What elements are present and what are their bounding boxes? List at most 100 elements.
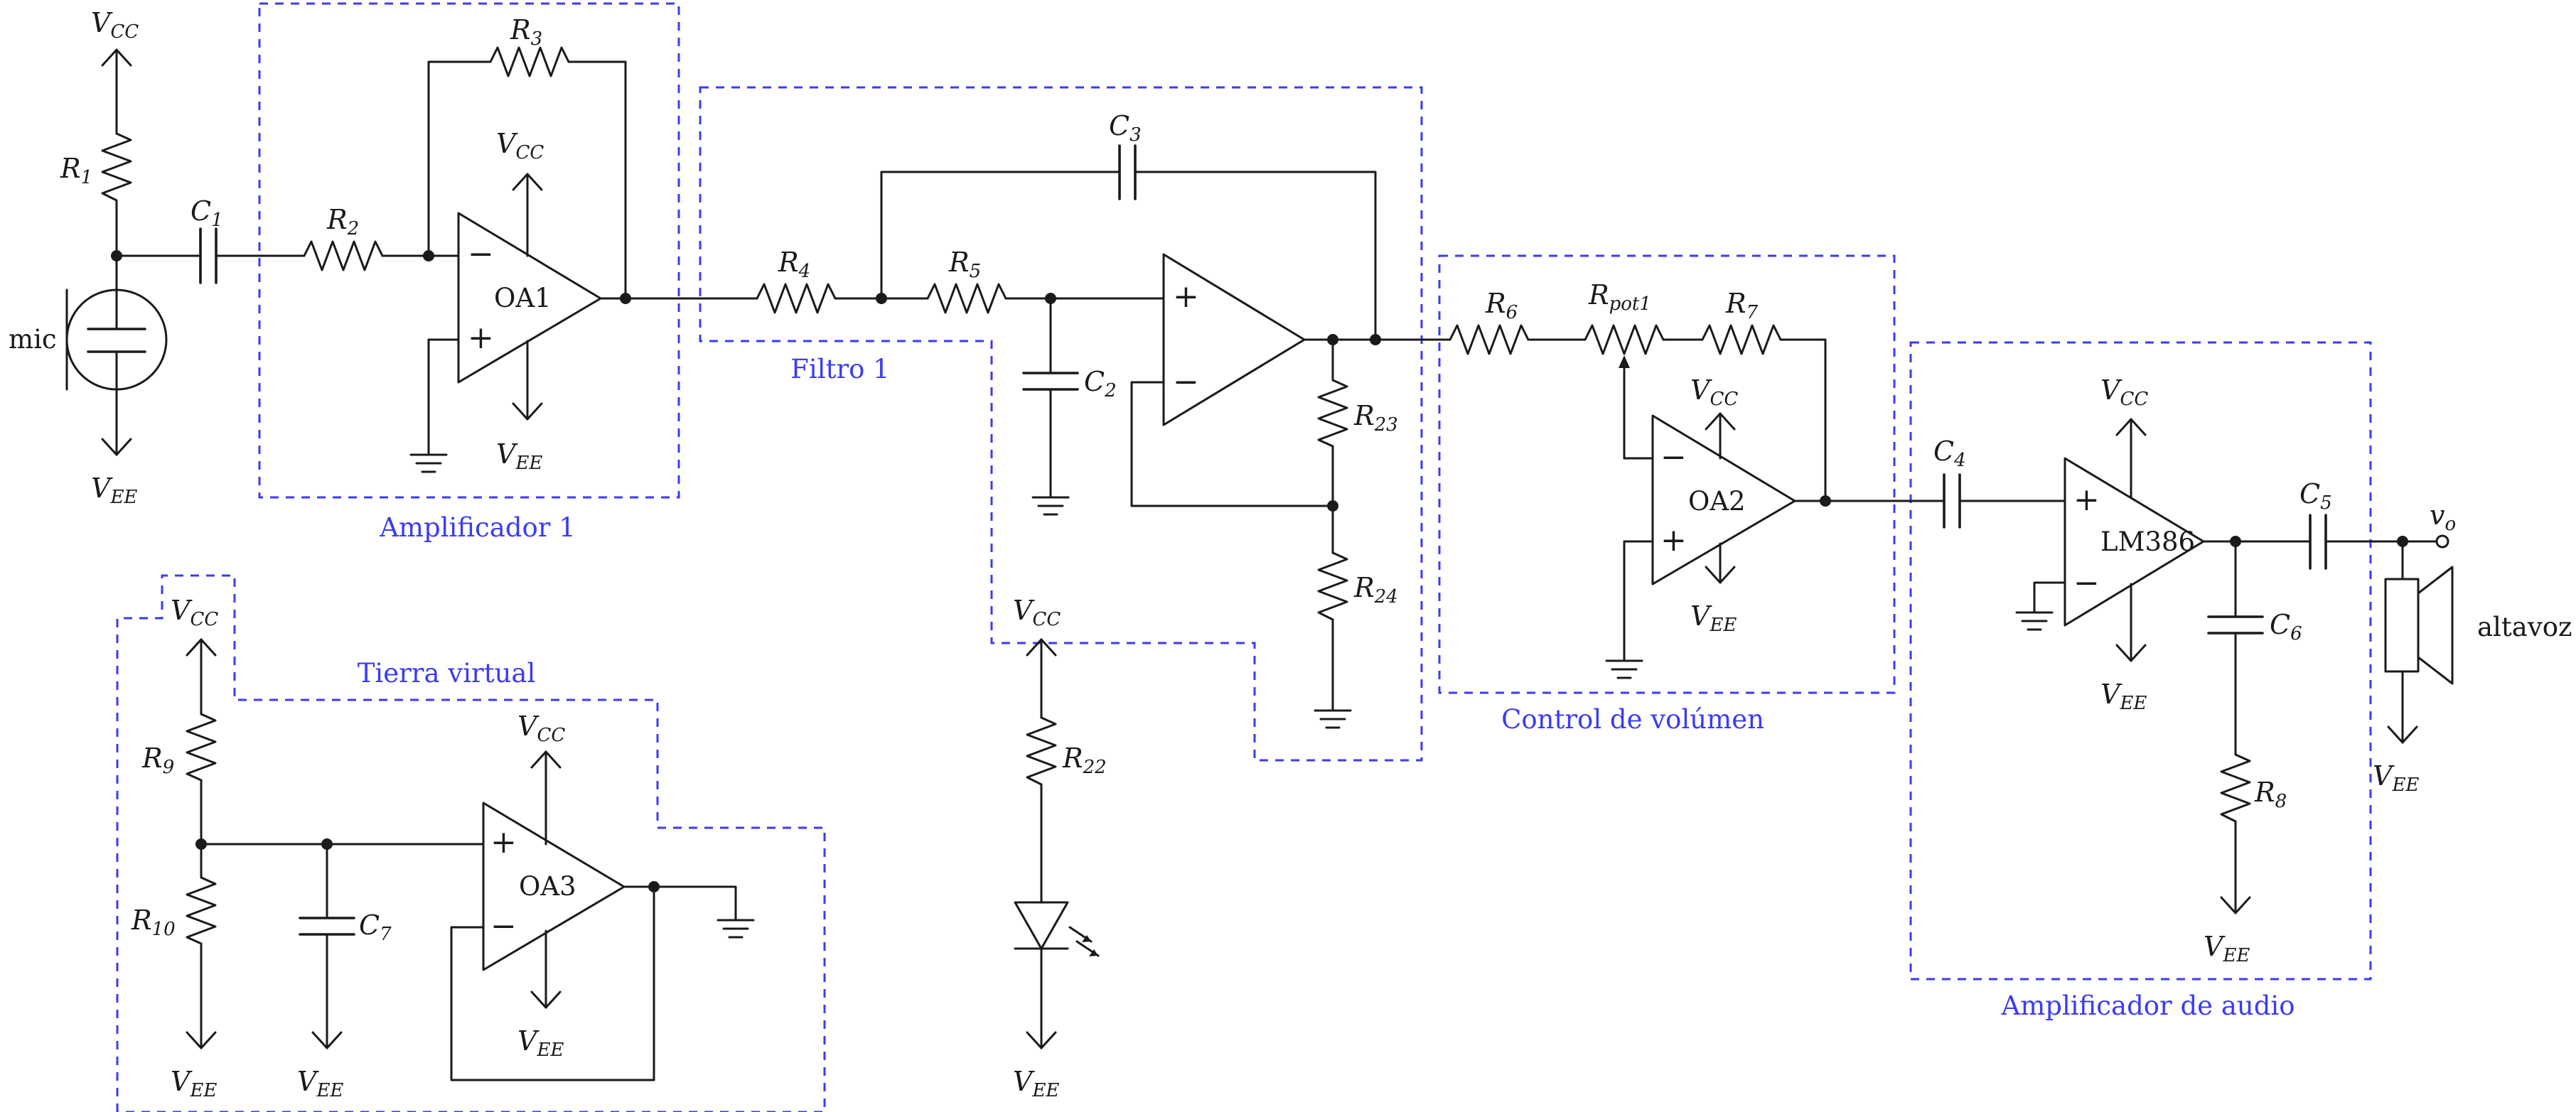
block-label-amplificador-1: Amplificador 1 — [379, 512, 576, 543]
output-terminal — [2435, 534, 2449, 549]
resistor-r9 — [186, 713, 217, 782]
oa1-plus: + — [468, 320, 494, 356]
lm386-minus: − — [2073, 565, 2100, 601]
resistor-r5 — [926, 283, 1007, 314]
label-r24: R24 — [1353, 572, 1398, 608]
block-label-control-volumen: Control de volúmen — [1501, 704, 1764, 735]
ground-icon — [1605, 659, 1643, 679]
opamp-filter-plus: + — [1173, 279, 1199, 315]
label-c4: C4 — [1933, 436, 1966, 471]
vcc-label: VCC — [1690, 374, 1738, 410]
resistor-r23 — [1317, 379, 1348, 448]
lm386-plus: + — [2073, 482, 2100, 518]
resistor-r24 — [1317, 551, 1348, 621]
opamp-oa3 — [482, 801, 626, 971]
label-r22: R22 — [1062, 743, 1107, 778]
label-r2: R2 — [326, 204, 359, 239]
output-label: vo — [2430, 500, 2456, 535]
oa2-plus: + — [1660, 522, 1687, 558]
opamp-filter-minus: − — [1173, 364, 1199, 400]
lm386-label: LM386 — [2100, 527, 2195, 557]
block-borders — [116, 2, 2372, 1112]
speaker-icon — [2384, 578, 2420, 673]
opamp-filter — [1162, 253, 1306, 426]
vcc-label: VCC — [496, 128, 544, 163]
label-rpot1: Rpot1 — [1588, 279, 1651, 315]
amp1-stage: R3 − + OA1 VCC VEE — [409, 14, 758, 474]
capacitor-c2 — [1022, 372, 1079, 391]
vcc-label: VCC — [91, 7, 139, 43]
vee-label: VEE — [2204, 931, 2250, 966]
block-filtro-1 — [699, 86, 1423, 762]
oa1-minus: − — [468, 236, 494, 272]
vee-label: VEE — [91, 473, 137, 508]
label-r10: R10 — [131, 905, 176, 940]
oa2-minus: − — [1660, 439, 1687, 475]
capacitor-c1 — [199, 227, 218, 284]
led-indicator-stage: VCC R22 VEE — [1013, 595, 1107, 1101]
label-r1: R1 — [60, 153, 92, 188]
virtual-ground-stage: VCC R9 R10 VEE C7 VEE + − OA3 VCC VEE — [131, 595, 755, 1101]
block-tierra-virtual — [116, 574, 826, 1112]
resistor-r7 — [1701, 324, 1782, 355]
label-r8: R8 — [2254, 777, 2287, 812]
opamp-oa2 — [1651, 414, 1796, 585]
resistor-r3 — [489, 46, 570, 77]
label-c3: C3 — [1109, 110, 1142, 146]
capacitor-c7 — [299, 917, 355, 936]
resistor-r1 — [101, 132, 132, 202]
block-labels: Amplificador 1 Filtro 1 Control de volúm… — [358, 354, 2295, 1021]
vcc-label: VCC — [171, 595, 218, 630]
block-label-amplificador-audio: Amplificador de audio — [2000, 990, 2295, 1021]
resistor-r6 — [1449, 324, 1530, 355]
vee-label: VEE — [1013, 1066, 1059, 1101]
vee-label: VEE — [1690, 600, 1737, 636]
block-amplificador-audio — [1909, 341, 2372, 981]
label-r5: R5 — [948, 247, 981, 282]
oa2-label: OA2 — [1688, 486, 1746, 517]
vee-label: VEE — [297, 1066, 343, 1101]
label-r9: R9 — [141, 743, 174, 778]
label-c1: C1 — [190, 195, 223, 231]
vee-label: VEE — [517, 1025, 564, 1061]
filter1-stage: R4 C3 R5 C2 + − R23 R24 — [756, 110, 1451, 729]
label-c7: C7 — [359, 909, 392, 945]
mic-label: mic — [9, 324, 57, 355]
oa1-label: OA1 — [494, 283, 552, 313]
resistor-r22 — [1026, 716, 1057, 786]
block-control-volumen — [1438, 254, 1896, 694]
vee-label: VEE — [171, 1066, 217, 1101]
opamp-oa1 — [457, 212, 602, 384]
vcc-label: VCC — [2100, 374, 2148, 410]
capacitor-c5 — [2309, 514, 2327, 570]
volume-stage: R6 Rpot1 R7 − + OA2 VCC VEE — [1449, 279, 1946, 679]
mic-stage: VCC R1 mic VEE C1 R2 — [9, 7, 460, 508]
block-label-tierra-virtual: Tierra virtual — [358, 658, 536, 689]
vcc-label: VCC — [517, 711, 565, 746]
capacitor-c4 — [1943, 473, 1961, 529]
oa3-label: OA3 — [519, 871, 576, 902]
ground-icon — [2015, 611, 2054, 631]
label-c6: C6 — [2270, 609, 2302, 644]
ground-icon — [717, 919, 755, 939]
capacitor-c3 — [1118, 144, 1137, 200]
resistor-r10 — [186, 876, 217, 945]
label-r7: R7 — [1725, 288, 1759, 323]
ground-icon — [1031, 496, 1070, 516]
vee-label: VEE — [496, 438, 542, 474]
ground-icon — [409, 453, 448, 473]
label-r23: R23 — [1353, 400, 1398, 436]
speaker-label: altavoz — [2477, 612, 2572, 642]
vee-label: VEE — [2373, 760, 2419, 796]
resistor-r8 — [2220, 753, 2251, 823]
resistor-r4 — [756, 283, 837, 314]
opamp-lm386 — [2064, 457, 2205, 627]
capacitor-c6 — [2207, 615, 2264, 635]
label-r4: R4 — [778, 247, 810, 282]
audio-amp-stage: C4 + − LM386 VCC VEE C6 R8 VEE C5 v — [1933, 374, 2572, 966]
oa3-plus: + — [490, 824, 517, 860]
vcc-label: VCC — [1013, 595, 1061, 630]
label-r6: R6 — [1485, 288, 1518, 323]
label-c5: C5 — [2299, 478, 2332, 514]
